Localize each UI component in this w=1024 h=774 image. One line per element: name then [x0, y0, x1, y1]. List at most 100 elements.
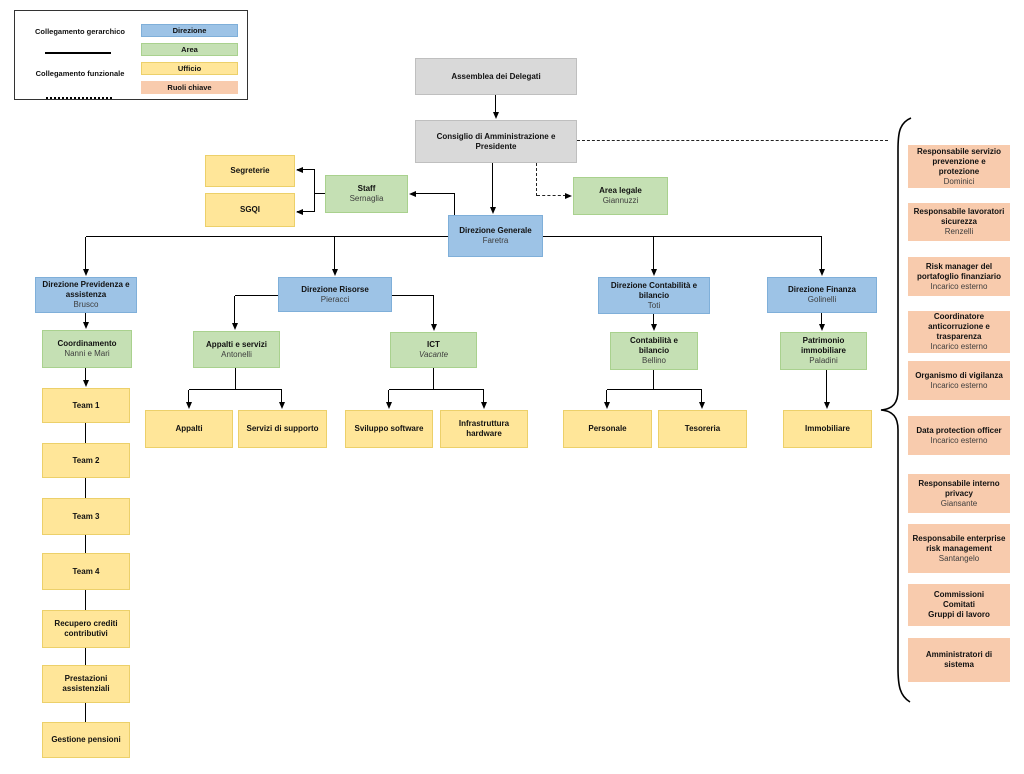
connector-line — [297, 169, 315, 171]
connector-line — [412, 193, 455, 195]
arrowhead — [430, 324, 437, 331]
arrowhead — [818, 269, 825, 276]
connector-line — [653, 314, 655, 325]
connector-line — [821, 313, 823, 325]
arrowhead — [603, 402, 610, 409]
connector-line — [606, 390, 608, 403]
box-team-4: Team 4 — [42, 553, 130, 590]
box-responsabile-enterprise-risk: Responsabile enterprise risk management … — [908, 524, 1010, 573]
arrowhead — [82, 269, 89, 276]
connector-line — [314, 170, 316, 212]
arrowhead — [296, 208, 303, 215]
connector-line — [315, 193, 326, 195]
legend-chip-direzione: Direzione — [141, 24, 238, 37]
box-organismo-di-vigilanza: Organismo di vigilanza Incarico esterno — [908, 361, 1010, 400]
arrowhead — [823, 402, 830, 409]
box-sviluppo-software: Sviluppo software — [345, 410, 433, 448]
connector-line — [495, 95, 497, 113]
arrowhead — [565, 192, 572, 199]
box-appalti: Appalti — [145, 410, 233, 448]
box-prestazioni-assistenziali: Prestazioni assistenziali — [42, 665, 130, 703]
box-direzione-contabilita: Direzione Contabilità e bilancio Toti — [598, 277, 710, 314]
arrowhead — [650, 324, 657, 331]
box-contabilita-e-bilancio: Contabilità e bilancio Bellino — [610, 332, 698, 370]
arrowhead — [185, 402, 192, 409]
box-gestione-pensioni: Gestione pensioni — [42, 722, 130, 758]
functional-connector — [537, 195, 566, 196]
box-direzione-generale: Direzione Generale Faretra — [448, 215, 543, 257]
connector-line — [85, 237, 87, 270]
arrowhead — [82, 322, 89, 329]
box-responsabile-interno-privacy: Responsabile interno privacy Giansante — [908, 474, 1010, 513]
connector-line — [235, 368, 237, 390]
box-personale: Personale — [563, 410, 652, 448]
box-risk-manager: Risk manager del portafoglio finanziario… — [908, 257, 1010, 296]
arrowhead — [409, 190, 416, 197]
box-team-1: Team 1 — [42, 388, 130, 423]
arrowhead — [231, 323, 238, 330]
arrowhead — [296, 166, 303, 173]
connector-line — [454, 194, 456, 215]
connector-line — [281, 390, 283, 403]
box-tesoreria: Tesoreria — [658, 410, 747, 448]
box-area-legale: Area legale Giannuzzi — [573, 177, 668, 215]
functional-connector — [577, 140, 888, 141]
connector-line — [821, 237, 823, 270]
connector-line — [85, 648, 87, 665]
legend-chip-ruoli-chiave: Ruoli chiave — [141, 81, 238, 94]
connector-line — [433, 296, 435, 325]
arrowhead — [818, 324, 825, 331]
box-servizi-di-supporto: Servizi di supporto — [238, 410, 327, 448]
connector-line — [607, 389, 702, 391]
arrowhead — [385, 402, 392, 409]
connector-line — [234, 296, 236, 324]
connector-line — [85, 703, 87, 722]
arrowhead — [480, 402, 487, 409]
box-direzione-finanza: Direzione Finanza Golinelli — [767, 277, 877, 313]
box-commissioni-comitati: Commissioni Comitati Gruppi di lavoro — [908, 584, 1010, 626]
connector-line — [653, 237, 655, 270]
box-responsabile-lavoratori-sicurezza: Responsabile lavoratori sicurezza Renzel… — [908, 203, 1010, 241]
legend: Collegamento gerarchico Collegamento fun… — [14, 10, 248, 100]
box-direzione-risorse: Direzione Risorse Pieracci — [278, 277, 392, 312]
box-responsabile-prevenzione: Responsabile servizio prevenzione e prot… — [908, 145, 1010, 188]
arrowhead — [489, 207, 496, 214]
connector-line — [85, 313, 87, 323]
connector-line — [483, 390, 485, 403]
box-direzione-previdenza: Direzione Previdenza e assistenza Brusco — [35, 277, 137, 313]
arrowhead — [278, 402, 285, 409]
connector-line — [85, 423, 87, 443]
legend-chip-ufficio: Ufficio — [141, 62, 238, 75]
box-appalti-e-servizi: Appalti e servizi Antonelli — [193, 331, 280, 368]
box-data-protection-officer: Data protection officer Incarico esterno — [908, 416, 1010, 455]
box-patrimonio-immobiliare: Patrimonio immobiliare Paladini — [780, 332, 867, 370]
connector-line — [188, 390, 190, 403]
connector-line — [392, 295, 434, 297]
connector-line — [85, 535, 87, 553]
arrowhead — [650, 269, 657, 276]
arrowhead — [492, 112, 499, 119]
box-coordinamento: Coordinamento Nanni e Mari — [42, 330, 132, 368]
connector-line — [388, 390, 390, 403]
box-team-3: Team 3 — [42, 498, 130, 535]
box-segreterie: Segreterie — [205, 155, 295, 187]
connector-line — [492, 163, 494, 208]
connector-line — [297, 211, 315, 213]
connector-line — [653, 370, 655, 390]
arrowhead — [331, 269, 338, 276]
connector-line — [85, 590, 87, 610]
connector-line — [826, 370, 828, 403]
connector-line — [189, 389, 282, 391]
box-amministratori-di-sistema: Amministratori di sistema — [908, 638, 1010, 682]
box-sgqi: SGQI — [205, 193, 295, 227]
arrowhead — [698, 402, 705, 409]
box-immobiliare: Immobiliare — [783, 410, 872, 448]
box-assemblea-dei-delegati: Assemblea dei Delegati — [415, 58, 577, 95]
connector-line — [85, 368, 87, 381]
functional-connector — [536, 163, 537, 196]
legend-dotted-line — [46, 97, 112, 99]
connector-line — [85, 478, 87, 498]
box-team-2: Team 2 — [42, 443, 130, 478]
